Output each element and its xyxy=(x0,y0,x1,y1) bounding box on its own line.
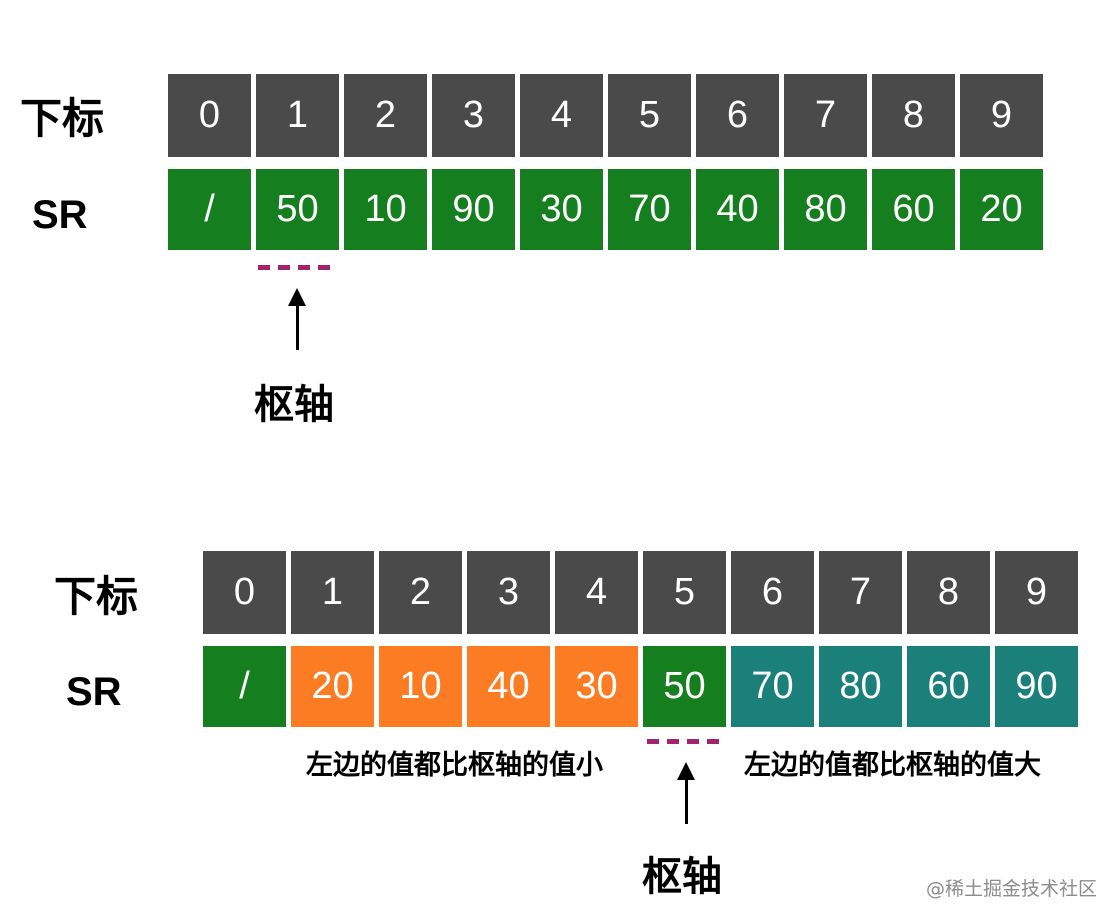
index-cell: 5 xyxy=(608,74,691,157)
index-cell: 3 xyxy=(432,74,515,157)
value-cell: 70 xyxy=(608,169,691,250)
top-pivot-marker xyxy=(258,265,330,270)
index-cell: 6 xyxy=(731,551,814,634)
index-cell: 5 xyxy=(643,551,726,634)
bottom-index-row-label: 下标 xyxy=(54,572,139,621)
index-cell: 8 xyxy=(907,551,990,634)
index-cell: 2 xyxy=(344,74,427,157)
index-cell: 7 xyxy=(819,551,902,634)
watermark: @稀土掘金技术社区 xyxy=(926,878,1098,900)
index-cell: 7 xyxy=(784,74,867,157)
value-cell: 50 xyxy=(256,169,339,250)
value-cell: / xyxy=(203,646,286,727)
bottom-pivot-arrow-head xyxy=(677,762,695,780)
value-cell: 80 xyxy=(819,646,902,727)
index-cell: 4 xyxy=(520,74,603,157)
index-cell: 0 xyxy=(203,551,286,634)
top-index-row-label: 下标 xyxy=(20,94,105,143)
value-cell: 10 xyxy=(344,169,427,250)
right-partition-note: 左边的值都比枢轴的值大 xyxy=(744,750,1041,781)
value-cell: 20 xyxy=(291,646,374,727)
index-cell: 0 xyxy=(168,74,251,157)
value-cell: 60 xyxy=(872,169,955,250)
top-pivot-arrow-line xyxy=(296,304,299,350)
index-cell: 3 xyxy=(467,551,550,634)
top-pivot-arrow-head xyxy=(288,288,306,306)
value-cell: 50 xyxy=(643,646,726,727)
value-cell: 80 xyxy=(784,169,867,250)
bottom-sr-row-label: SR xyxy=(66,670,122,714)
left-partition-note: 左边的值都比枢轴的值小 xyxy=(306,750,603,781)
value-cell: 30 xyxy=(555,646,638,727)
bottom-pivot-arrow-line xyxy=(685,778,688,824)
value-cell: 40 xyxy=(696,169,779,250)
index-cell: 9 xyxy=(960,74,1043,157)
value-cell: 90 xyxy=(995,646,1078,727)
top-pivot-label: 枢轴 xyxy=(254,382,334,428)
index-cell: 1 xyxy=(291,551,374,634)
value-cell: 30 xyxy=(520,169,603,250)
value-cell: 70 xyxy=(731,646,814,727)
bottom-pivot-marker xyxy=(647,739,719,744)
value-cell: 40 xyxy=(467,646,550,727)
bottom-pivot-label: 枢轴 xyxy=(642,854,722,900)
value-cell: 10 xyxy=(379,646,462,727)
value-cell: / xyxy=(168,169,251,250)
index-cell: 2 xyxy=(379,551,462,634)
index-cell: 6 xyxy=(696,74,779,157)
value-cell: 60 xyxy=(907,646,990,727)
top-sr-row-label: SR xyxy=(32,193,88,237)
index-cell: 8 xyxy=(872,74,955,157)
value-cell: 20 xyxy=(960,169,1043,250)
index-cell: 4 xyxy=(555,551,638,634)
index-cell: 1 xyxy=(256,74,339,157)
index-cell: 9 xyxy=(995,551,1078,634)
value-cell: 90 xyxy=(432,169,515,250)
